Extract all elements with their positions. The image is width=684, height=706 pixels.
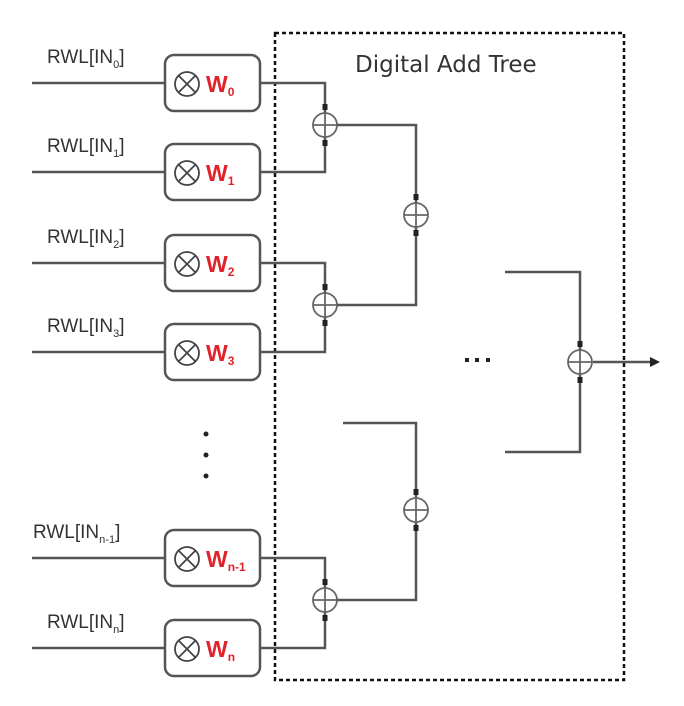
rwl-label-bracket: ]	[119, 612, 124, 633]
output-arrow-icon	[593, 357, 660, 367]
adder-input-marker	[577, 377, 583, 383]
weight-subscript: 0	[228, 85, 235, 99]
weight-label: Wn-1	[206, 546, 246, 574]
adder-input-wire	[343, 421, 418, 498]
weight-label: W1	[206, 160, 235, 188]
rwl-label-bracket: ]	[119, 316, 124, 337]
adder-input-marker	[413, 525, 419, 531]
adder-input-marker	[322, 104, 328, 110]
rwl-label-subscript: 0	[113, 59, 119, 71]
adder-input-wire	[505, 270, 582, 350]
adder-input-wire	[260, 317, 327, 354]
adder-plus-circle-icon	[312, 284, 338, 326]
adder-input-marker	[413, 194, 419, 200]
input-row: RWL[IN3]W3	[32, 316, 262, 382]
rwl-label-subscript: 3	[113, 328, 119, 340]
rwl-label-bracket: ]	[119, 227, 124, 248]
weight-subscript: n	[228, 650, 235, 664]
rwl-label-bracket: ]	[119, 136, 124, 157]
adder-plus-circle-icon	[403, 194, 429, 236]
adder-input-marker	[322, 615, 328, 621]
multiply-circle-icon	[174, 546, 200, 572]
weight-letter: W	[206, 71, 228, 97]
rwl-label-bracket: ]	[115, 522, 120, 543]
input-row: RWL[IN0]W0	[32, 47, 262, 113]
input-row: RWL[IN1]W1	[32, 136, 262, 202]
rwl-label: RWL[IN2]	[47, 227, 125, 251]
adder-input-marker	[577, 341, 583, 347]
weight-subscript: 1	[228, 174, 235, 188]
adder-input-marker	[322, 140, 328, 146]
rwl-label-subscript: n	[113, 624, 119, 636]
rwl-label-text: RWL[IN	[33, 522, 99, 543]
multiply-circle-icon	[174, 340, 200, 366]
weight-letter: W	[206, 160, 228, 186]
adder-input-marker	[322, 284, 328, 290]
diagram-title: Digital Add Tree	[355, 52, 537, 78]
adder-input-marker	[413, 230, 419, 236]
adder-input-wire	[260, 81, 327, 113]
weight-letter: W	[206, 636, 228, 662]
adder-plus-circle-icon	[403, 489, 429, 531]
multiply-circle-icon	[174, 636, 200, 662]
rwl-label-subscript: 2	[113, 239, 119, 251]
adder-input-marker	[322, 579, 328, 585]
weight-subscript: n-1	[228, 560, 246, 574]
weight-label: W3	[206, 340, 235, 368]
adder-input-marker	[322, 320, 328, 326]
adder-input-wire	[337, 123, 418, 203]
vertical-ellipsis	[203, 431, 209, 479]
weight-label: Wn	[206, 636, 235, 664]
multiply-circle-icon	[174, 71, 200, 97]
rwl-label: RWL[IN0]	[47, 47, 125, 71]
input-row: RWL[INn]Wn	[32, 612, 262, 678]
horizontal-ellipsis	[465, 358, 490, 362]
adder-plus-circle-icon	[567, 341, 593, 383]
weight-subscript: 3	[228, 354, 235, 368]
weight-label: W2	[206, 251, 235, 279]
adder-input-wire	[337, 522, 418, 602]
rwl-label-text: RWL[IN	[47, 612, 113, 633]
adder-input-wire	[505, 374, 582, 454]
weight-letter: W	[206, 546, 228, 572]
weight-letter: W	[206, 340, 228, 366]
rwl-label: RWL[INn-1]	[33, 522, 120, 546]
adder-plus-circle-icon	[312, 104, 338, 146]
input-row: RWL[IN2]W2	[32, 227, 262, 293]
rwl-label-text: RWL[IN	[47, 227, 113, 248]
adder-input-wire	[337, 227, 418, 307]
rwl-label-bracket: ]	[119, 47, 124, 68]
multiply-circle-icon	[174, 160, 200, 186]
rwl-label: RWL[IN1]	[47, 136, 125, 160]
weight-label: W0	[206, 71, 235, 99]
adder-input-wire	[260, 137, 327, 174]
add-tree-boundary	[273, 31, 626, 682]
weight-letter: W	[206, 251, 228, 277]
adder-input-marker	[413, 489, 419, 495]
rwl-label-text: RWL[IN	[47, 136, 113, 157]
multiply-circle-icon	[174, 251, 200, 277]
rwl-label: RWL[IN3]	[47, 316, 125, 340]
adder-input-wire	[260, 556, 327, 588]
adder-input-wire	[260, 261, 327, 293]
rwl-label-subscript: n-1	[99, 534, 115, 546]
rwl-label: RWL[INn]	[47, 612, 125, 636]
adder-plus-circle-icon	[312, 579, 338, 621]
rwl-label-subscript: 1	[113, 148, 119, 160]
rwl-label-text: RWL[IN	[47, 47, 113, 68]
adder-input-wire	[260, 612, 327, 650]
rwl-label-text: RWL[IN	[47, 316, 113, 337]
input-row: RWL[INn-1]Wn-1	[32, 522, 262, 588]
weight-subscript: 2	[228, 265, 235, 279]
